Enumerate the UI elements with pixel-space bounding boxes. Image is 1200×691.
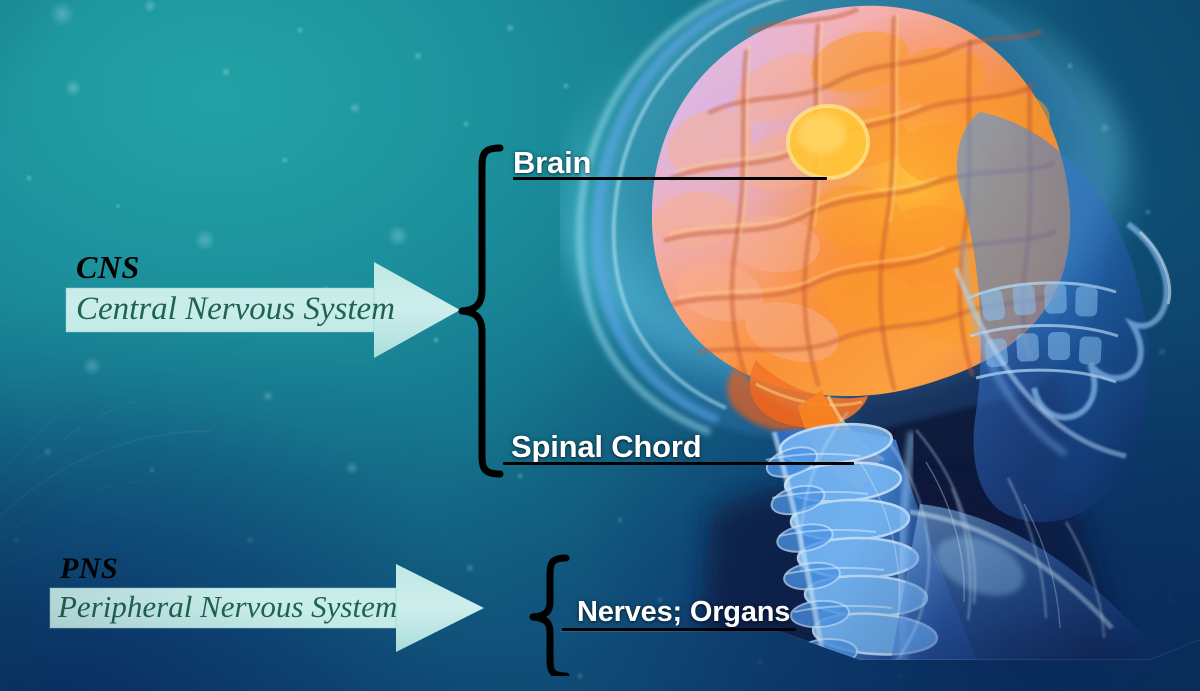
pns-brace [528,552,576,676]
cns-brace [456,140,512,490]
cns-arrow[interactable] [64,258,464,362]
callout-nerves-organs-leader-line [562,628,796,631]
callout-brain-leader-line [513,177,827,180]
pns-label: Peripheral Nervous System [58,589,397,625]
callout-brain-label: Brain [513,145,591,181]
cns-abbreviation: CNS [76,249,140,286]
callout-nerves-organs-label: Nerves; Organs [577,596,790,629]
head-xray-illustration [560,0,1200,660]
callout-spinal-chord-label: Spinal Chord [511,429,702,465]
cns-label: Central Nervous System [76,291,395,328]
pns-abbreviation: PNS [60,552,118,586]
callout-spinal-chord-leader-line [503,462,854,465]
pns-arrow[interactable] [48,560,488,656]
